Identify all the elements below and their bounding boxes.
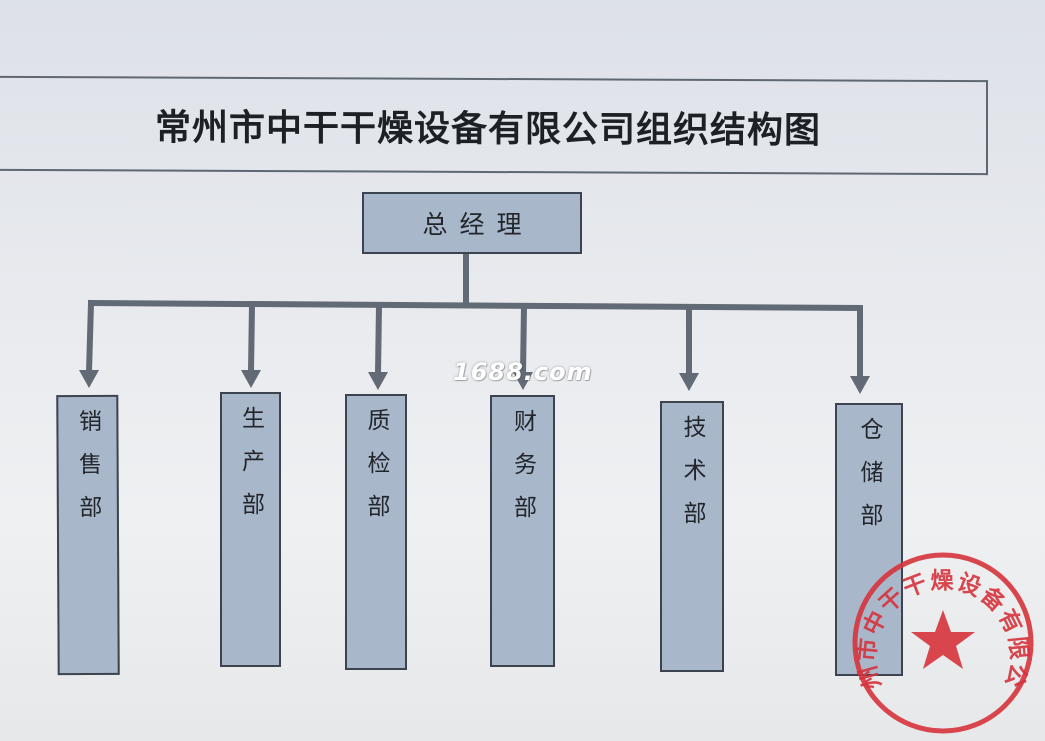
dept-label-finance: 财务部 [509, 409, 536, 538]
arrow-head-finance [513, 372, 533, 390]
dept-box-technology: 技术部 [660, 401, 724, 672]
dept-box-quality: 质检部 [345, 394, 407, 670]
watermark-text: 1688.com [453, 358, 593, 386]
dept-box-sales: 销售部 [56, 394, 120, 676]
general-manager-label: 总经理 [422, 210, 534, 239]
dept-box-warehouse: 仓储部 [835, 403, 903, 676]
dept-box-production: 生产部 [220, 392, 281, 667]
arrow-head-technology [679, 373, 699, 391]
drop-line-quality [374, 301, 383, 378]
dept-label-quality: 质检部 [363, 408, 389, 537]
dept-label-sales: 销售部 [74, 408, 102, 539]
arrow-head-warehouse [850, 376, 870, 394]
dept-label-production: 生产部 [237, 406, 264, 535]
drop-line-finance [519, 302, 528, 378]
drop-line-production [247, 300, 256, 376]
company-seal: 常州市中干干燥设备有限公司 [848, 548, 1034, 734]
arrow-head-production [241, 370, 261, 388]
drop-line-sales [85, 299, 95, 376]
arrow-head-sales [79, 370, 99, 388]
branch-line [87, 299, 864, 312]
arrow-head-quality [368, 372, 388, 390]
seal-star-icon [911, 610, 975, 669]
dept-label-warehouse: 仓储部 [856, 417, 882, 546]
dept-box-finance: 财务部 [490, 395, 555, 667]
dept-label-technology: 技术部 [679, 415, 705, 544]
general-manager-box: 总经理 [362, 192, 582, 254]
